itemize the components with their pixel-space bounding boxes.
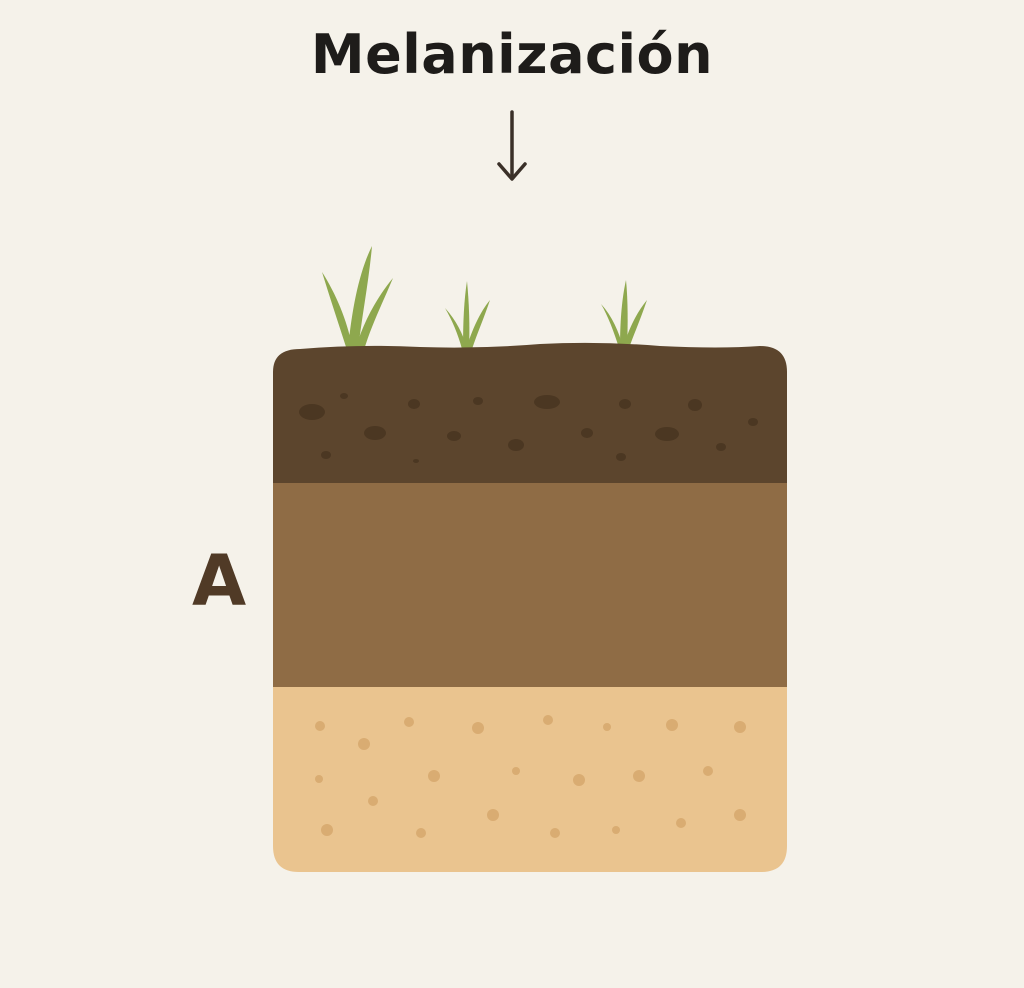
bottom-layer (273, 687, 787, 872)
grass-sprout-icon (445, 281, 490, 349)
bottom-layer-specks (315, 715, 746, 838)
topsoil-specks (299, 393, 758, 463)
middle-layer (273, 483, 787, 688)
down-arrow-icon (497, 110, 527, 181)
topsoil-layer (273, 342, 787, 484)
grass-sprout-icon (601, 280, 647, 348)
horizon-label: A (192, 540, 247, 622)
grass-sprout-icon (322, 246, 393, 350)
diagram-title: Melanización (310, 23, 714, 86)
